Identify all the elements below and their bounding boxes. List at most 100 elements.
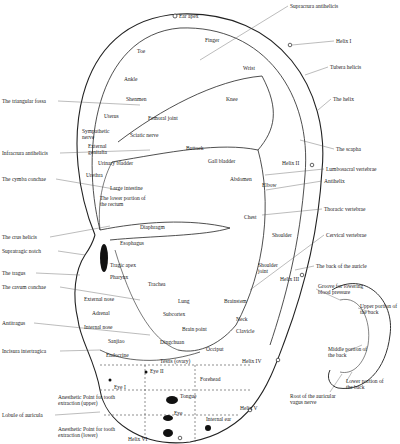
part-label: Incisura intertragica: [2, 348, 46, 354]
part-label: Sympathetic nerve: [82, 128, 110, 140]
inferior-crus: [112, 147, 258, 162]
part-label: The cymba conchae: [2, 176, 46, 182]
part-label: Clavicle: [236, 328, 254, 334]
part-label: Internal nose: [84, 324, 113, 330]
helix-point: [288, 43, 292, 47]
part-label: The cavum conchae: [2, 284, 46, 290]
tragus-mark: [100, 244, 108, 272]
part-label: Forehead: [200, 376, 220, 382]
part-label: Pharynx: [110, 274, 128, 280]
part-label: Endocrine: [106, 352, 129, 358]
part-label: Shenmen: [126, 96, 146, 102]
part-label: Tongue: [180, 393, 196, 399]
part-label: Lumbosacral vertebrae: [326, 166, 377, 172]
part-label: Root of the auricular vagus nerve: [290, 393, 348, 405]
part-label: Helix I: [336, 38, 351, 44]
part-label: Helix V: [240, 405, 257, 411]
part-label: Helix VI: [128, 436, 147, 442]
part-label: Sanjiao: [108, 338, 125, 344]
part-label: Thoracic vertebrae: [324, 206, 365, 212]
part-label: Supracrura antihelicis: [290, 3, 338, 9]
part-label: Toe: [137, 48, 145, 54]
lobule-grid: [100, 365, 252, 442]
concha-outline: [99, 162, 178, 350]
part-label: The helix: [333, 96, 354, 102]
eye-icon: [163, 415, 173, 421]
internal-ear-icon: [205, 425, 211, 431]
part-label: The crus helicis: [2, 234, 37, 240]
leader-lines: [34, 6, 370, 415]
outer-helix: [77, 14, 323, 443]
part-label: Abdomen: [230, 176, 252, 182]
part-label: Groove for lowering blood pressure: [318, 283, 374, 295]
part-label: Shoulder joint: [258, 262, 280, 274]
part-label: Adrenal: [92, 310, 110, 316]
part-label: Antitragus: [2, 320, 25, 326]
tongue-icon: [166, 396, 178, 404]
part-label: Eye II: [150, 368, 164, 374]
part-label: Internal ear: [206, 416, 231, 422]
part-label: Neck: [236, 316, 248, 322]
part-label: External genitalia: [88, 143, 118, 155]
helix-point: [178, 436, 182, 440]
part-label: Eye: [174, 410, 183, 416]
part-label: Chest: [244, 214, 257, 220]
part-label: Wrist: [243, 65, 255, 71]
part-label: Trachea: [148, 281, 166, 287]
part-label: Diaphragm: [140, 224, 165, 230]
part-label: Lung: [178, 298, 190, 304]
part-label: Sciatic nerve: [130, 132, 159, 138]
part-label: Antihelix: [324, 178, 345, 184]
tragus-outline: [75, 235, 95, 320]
eye-ii-point: [145, 371, 148, 374]
part-label: Helix II: [282, 160, 299, 166]
part-label: Ankle: [124, 76, 137, 82]
part-label: Supratragic notch: [2, 248, 41, 254]
part-label: Urethra: [86, 172, 103, 178]
part-label: Eye I: [114, 384, 126, 390]
antihelix-body: [178, 76, 273, 351]
part-label: External nose: [84, 296, 114, 302]
part-label: Shoulder: [272, 232, 292, 238]
helix-point: [310, 163, 314, 167]
part-label: Esophagus: [120, 240, 144, 246]
part-label: Occiput: [206, 346, 223, 352]
part-label: Knee: [226, 96, 238, 102]
ear-apex-point: [173, 14, 177, 18]
part-label: Upper portion of the back: [360, 303, 398, 315]
eye-i-point: [109, 379, 112, 382]
superior-crus: [118, 76, 262, 142]
part-label: Brain point: [182, 326, 207, 332]
part-label: Helix IV: [242, 358, 261, 364]
part-label: The lower portion of the rectum: [100, 195, 150, 207]
part-label: Dingchuan: [160, 339, 184, 345]
helix-point: [300, 273, 304, 277]
part-label: Elbow: [262, 182, 276, 188]
part-label: Large intestine: [110, 185, 143, 191]
tonsil-icon: [163, 429, 173, 437]
part-label: Tubera helicis: [330, 64, 361, 70]
part-label: Infracrura antihelicis: [2, 150, 48, 156]
part-label: Subcortex: [163, 311, 185, 317]
part-label: Uterus: [104, 113, 119, 119]
part-label: Testis (ovary): [160, 358, 190, 364]
crus-helicis: [100, 222, 230, 240]
part-label: Cervical vertebrae: [326, 232, 366, 238]
part-label: Anesthetic Point for tooth extraction (l…: [58, 426, 130, 438]
part-label: The scapha: [336, 146, 361, 152]
part-label: Anesthetic Point for tooth extraction (u…: [58, 394, 130, 406]
back-auricle-outline: [328, 284, 390, 389]
part-label: Ear apex: [179, 13, 198, 19]
part-label: Lobule of auricula: [2, 412, 43, 418]
helix-point: [276, 358, 280, 362]
part-label: Lower portion of the back: [346, 378, 386, 390]
part-label: Urinary bladder: [98, 160, 133, 166]
part-label: Gall bladder: [208, 158, 235, 164]
part-label: Femoral joint: [148, 115, 178, 121]
part-label: Brainstem: [224, 298, 247, 304]
part-label: Buttock: [186, 145, 203, 151]
part-label: The back of the auricle: [316, 263, 367, 269]
part-label: Tragic apex: [110, 262, 136, 268]
part-label: Middle portion of the back: [328, 346, 368, 358]
